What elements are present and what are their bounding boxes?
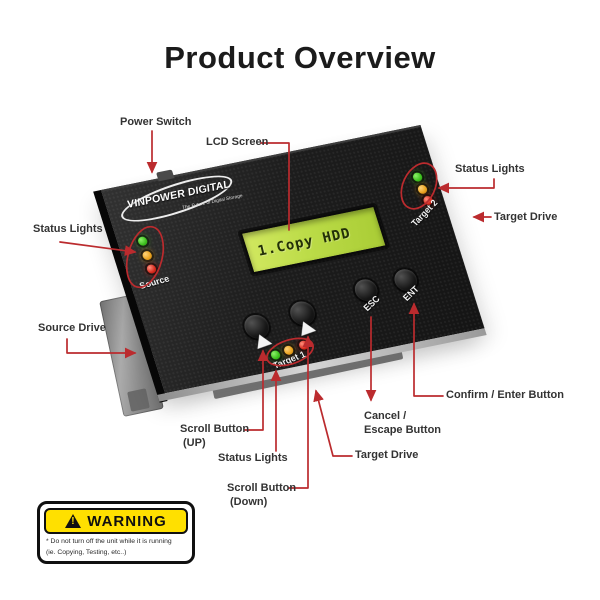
callout-lcd-screen: LCD Screen bbox=[206, 136, 269, 148]
lcd-text: 1.Copy HDD bbox=[256, 225, 353, 260]
source-tray-foot bbox=[127, 388, 150, 412]
warning-line2: (ie. Copying, Testing, etc..) bbox=[46, 548, 127, 556]
brand-logo: VINPOWER DIGITAL The Future of Digital S… bbox=[115, 166, 244, 231]
arrow-status-lights-top-right bbox=[437, 178, 495, 194]
target2-led-orange bbox=[416, 184, 429, 195]
warning-header: WARNING bbox=[44, 508, 188, 534]
callout-cancel-line1: Cancel / bbox=[364, 410, 407, 422]
callout-status-lights-bottom: Status Lights bbox=[218, 452, 288, 464]
callout-power-switch: Power Switch bbox=[120, 116, 192, 128]
callout-cancel-escape: Cancel / Escape Button bbox=[364, 409, 441, 437]
callout-cancel-line2: Escape Button bbox=[364, 424, 442, 436]
source-led-red bbox=[145, 263, 158, 275]
callout-target-drive-right: Target Drive bbox=[494, 211, 558, 223]
callout-scroll-up-line2: (UP) bbox=[183, 437, 206, 449]
callout-scroll-up-line1: Scroll Button bbox=[180, 423, 250, 435]
page-title: Product Overview bbox=[164, 40, 436, 75]
callout-source-drive: Source Drive bbox=[38, 322, 106, 334]
lcd-screen: 1.Copy HDD bbox=[239, 204, 388, 275]
duplicator-device: VINPOWER DIGITAL The Future of Digital S… bbox=[93, 125, 487, 404]
warning-heading: WARNING bbox=[87, 512, 167, 530]
arrow-target-drive-bottom bbox=[313, 389, 353, 457]
callout-scroll-down-line2: (Down) bbox=[230, 496, 268, 508]
device-front-edge bbox=[157, 328, 487, 402]
callout-confirm-enter: Confirm / Enter Button bbox=[446, 389, 564, 401]
callout-target-drive-bottom: Target Drive bbox=[355, 449, 419, 461]
warning-triangle-icon bbox=[65, 514, 82, 528]
callout-status-lights-top-right: Status Lights bbox=[455, 163, 525, 175]
callout-scroll-down-line1: Scroll Button bbox=[227, 482, 297, 494]
target2-led-green bbox=[411, 171, 424, 183]
source-led-green bbox=[136, 236, 149, 247]
target1-led-red bbox=[297, 339, 310, 351]
source-port-label: Source bbox=[137, 273, 171, 291]
warning-text: * Do not turn off the unit while it is r… bbox=[44, 534, 188, 558]
source-led-orange bbox=[141, 250, 154, 261]
warning-line1: * Do not turn off the unit while it is r… bbox=[46, 538, 172, 545]
warning-sticker: WARNING * Do not turn off the unit while… bbox=[37, 501, 195, 565]
callout-scroll-up: Scroll Button (UP) bbox=[180, 422, 249, 450]
callout-status-lights-left: Status Lights bbox=[33, 223, 103, 235]
callout-scroll-down: Scroll Button (Down) bbox=[227, 481, 296, 509]
power-switch bbox=[156, 169, 175, 182]
